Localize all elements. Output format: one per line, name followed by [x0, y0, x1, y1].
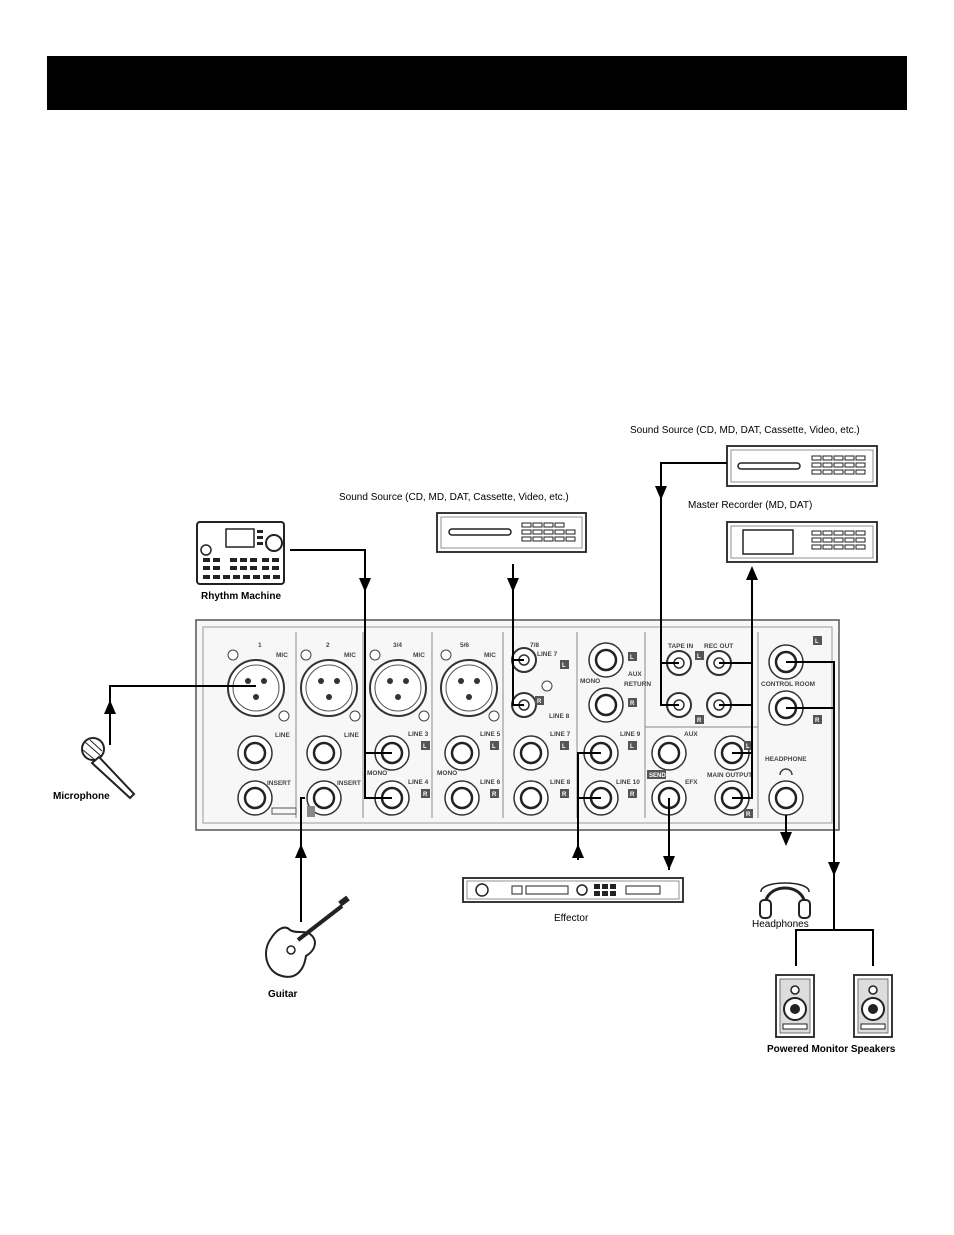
mono-label-1: MONO [367, 770, 387, 777]
headphones-label: Headphones [752, 919, 809, 930]
effector-icon [462, 877, 684, 903]
connection-wires [109, 462, 874, 966]
efx-label: EFX [685, 779, 698, 786]
svg-text:L: L [423, 744, 427, 750]
sound-source-right-label: Sound Source (CD, MD, DAT, Cassette, Vid… [630, 425, 860, 436]
sound-source-right-icon [726, 445, 878, 487]
svg-text:R: R [537, 699, 542, 705]
svg-text:L: L [815, 639, 819, 645]
ch34-label: 3/4 [393, 642, 402, 649]
send-badge [647, 770, 666, 779]
line8-rca-label: LINE 8 [549, 713, 570, 720]
ch1-label: 1 [258, 642, 262, 649]
sound-source-center-icon [436, 512, 587, 553]
insert-switch-icon [271, 806, 315, 817]
title-bar [47, 56, 907, 110]
mic-label-2: MIC [344, 652, 356, 659]
line-label-2: LINE [344, 732, 359, 739]
line4-label: LINE 4 [408, 779, 429, 786]
microphone-icon [81, 737, 136, 800]
svg-text:R: R [746, 812, 751, 818]
svg-text:L: L [746, 744, 750, 750]
xlr-jack-ch3[interactable] [369, 659, 427, 717]
master-recorder-label: Master Recorder (MD, DAT) [688, 500, 812, 511]
effector-label: Effector [554, 913, 589, 924]
line8-label: LINE 8 [550, 779, 571, 786]
headphones-icon [759, 882, 811, 919]
rec-out-label: REC OUT [704, 643, 733, 650]
svg-text:L: L [562, 663, 566, 669]
line5-label: LINE 5 [480, 731, 501, 738]
rhythm-machine-label: Rhythm Machine [201, 591, 281, 602]
lr-badges: L R L R L R L R L R L R L R L R L R [421, 636, 822, 818]
insert-label-2: INSERT [337, 780, 361, 787]
master-recorder-icon [726, 521, 878, 563]
mono-label-2: MONO [437, 770, 457, 777]
svg-text:R: R [815, 718, 820, 724]
mic-label-4: MIC [484, 652, 496, 659]
aux-return-aux-label: AUX [628, 671, 642, 678]
guitar-icon [265, 895, 350, 978]
sound-source-center-label: Sound Source (CD, MD, DAT, Cassette, Vid… [339, 492, 569, 503]
main-output-label: MAIN OUTPUT [707, 772, 752, 779]
headphone-label: HEADPHONE [765, 756, 807, 763]
svg-text:R: R [423, 792, 428, 798]
line-jack-ch1[interactable] [237, 735, 273, 771]
aux-return-l-jack[interactable] [588, 642, 624, 678]
aux-send-label: AUX [684, 731, 698, 738]
aux-send-jack[interactable] [651, 735, 687, 771]
mic-label-3: MIC [413, 652, 425, 659]
microphone-label: Microphone [53, 791, 110, 802]
insert-label-1: INSERT [267, 780, 291, 787]
svg-text:R: R [630, 701, 635, 707]
insert-jack-ch2[interactable] [306, 780, 342, 816]
insert-jack-ch1[interactable] [237, 780, 273, 816]
headphone-jack[interactable] [768, 780, 804, 816]
line-jack-ch2[interactable] [306, 735, 342, 771]
svg-text:L: L [492, 744, 496, 750]
ch56-label: 5/6 [460, 642, 469, 649]
svg-text:R: R [492, 792, 497, 798]
mono-label-3: MONO [580, 678, 600, 685]
xlr-jack-ch1[interactable] [227, 659, 285, 717]
return-label: RETURN [624, 681, 651, 688]
send-label: SEND [649, 773, 666, 779]
xlr-jack-ch5[interactable] [440, 659, 498, 717]
speaker-right-icon [853, 974, 893, 1038]
svg-text:R: R [562, 792, 567, 798]
xlr-jack-ch2[interactable] [300, 659, 358, 717]
ch2-label: 2 [326, 642, 330, 649]
line7-jack[interactable] [513, 735, 549, 771]
svg-text:L: L [697, 654, 701, 660]
line7-rca-label: LINE 7 [537, 651, 558, 658]
control-room-label: CONTROL ROOM [761, 681, 815, 688]
rhythm-machine-icon [196, 521, 285, 585]
svg-text:R: R [697, 718, 702, 724]
line6-jack[interactable] [444, 780, 480, 816]
headphone-small-icon [779, 768, 793, 776]
svg-text:L: L [562, 744, 566, 750]
aux-return-r-jack[interactable] [588, 687, 624, 723]
line-label-1: LINE [275, 732, 290, 739]
svg-text:R: R [630, 792, 635, 798]
guitar-label: Guitar [268, 989, 298, 1000]
tape-in-label: TAPE IN [668, 643, 693, 650]
ch78-label: 7/8 [530, 642, 539, 649]
arrowheads [104, 486, 840, 876]
svg-text:L: L [630, 744, 634, 750]
line8-jack[interactable] [513, 780, 549, 816]
line6-label: LINE 6 [480, 779, 501, 786]
line5-jack[interactable] [444, 735, 480, 771]
svg-text:L: L [630, 655, 634, 661]
line9-label: LINE 9 [620, 731, 641, 738]
mic-label-1: MIC [276, 652, 288, 659]
powered-monitor-speakers-label: Powered Monitor Speakers [767, 1044, 896, 1055]
line3-label: LINE 3 [408, 731, 429, 738]
speaker-left-icon [775, 974, 815, 1038]
xlr-release-buttons [227, 649, 553, 722]
line10-label: LINE 10 [616, 779, 640, 786]
line7-label: LINE 7 [550, 731, 571, 738]
